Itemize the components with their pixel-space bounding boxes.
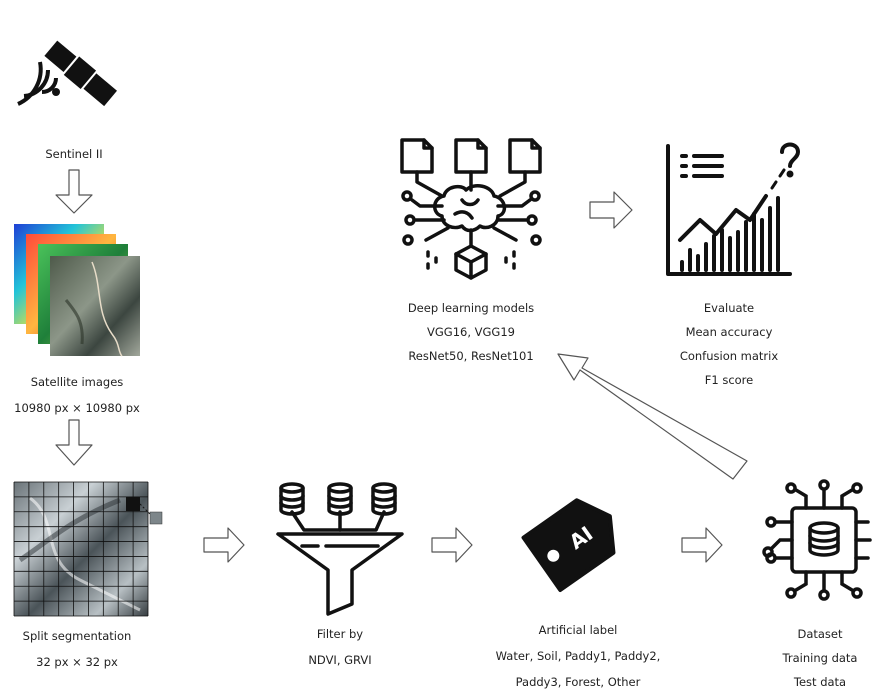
ai-tag-icon: AI [521, 498, 616, 593]
arrow-right-label-dataset [681, 527, 723, 563]
chart-question-icon [666, 142, 800, 276]
satellite-icon [17, 40, 117, 107]
database-funnel-icon [276, 482, 404, 616]
evaluate-label: Evaluate Mean accuracy Confusion matrix … [679, 301, 779, 387]
arrow-down-2 [55, 419, 93, 466]
satellite-images-label: Satellite images 10980 px × 10980 px [14, 375, 140, 415]
arrow-right-models-evaluate [589, 191, 633, 229]
arrow-right-split-filter [203, 527, 245, 563]
arrow-down-1 [55, 169, 93, 214]
split-segmentation-label: Split segmentation 32 px × 32 px [22, 629, 132, 669]
filter-label: Filter by NDVI, GRVI [308, 627, 372, 667]
database-circuit-icon [762, 479, 872, 601]
arrow-diagonal-dataset-models [557, 353, 748, 480]
satellite-image-stack [14, 224, 140, 357]
sentinel-label: Sentinel II [45, 147, 103, 161]
brain-network-icon [400, 138, 542, 280]
deep-learning-label: Deep learning models VGG16, VGG19 ResNet… [407, 301, 535, 363]
dataset-label: Dataset Training data Test data [782, 627, 858, 689]
grid-tiles-image [13, 481, 163, 617]
arrow-right-filter-label [431, 527, 473, 563]
artificial-label-label: Artificial label Water, Soil, Paddy1, Pa… [495, 623, 661, 689]
